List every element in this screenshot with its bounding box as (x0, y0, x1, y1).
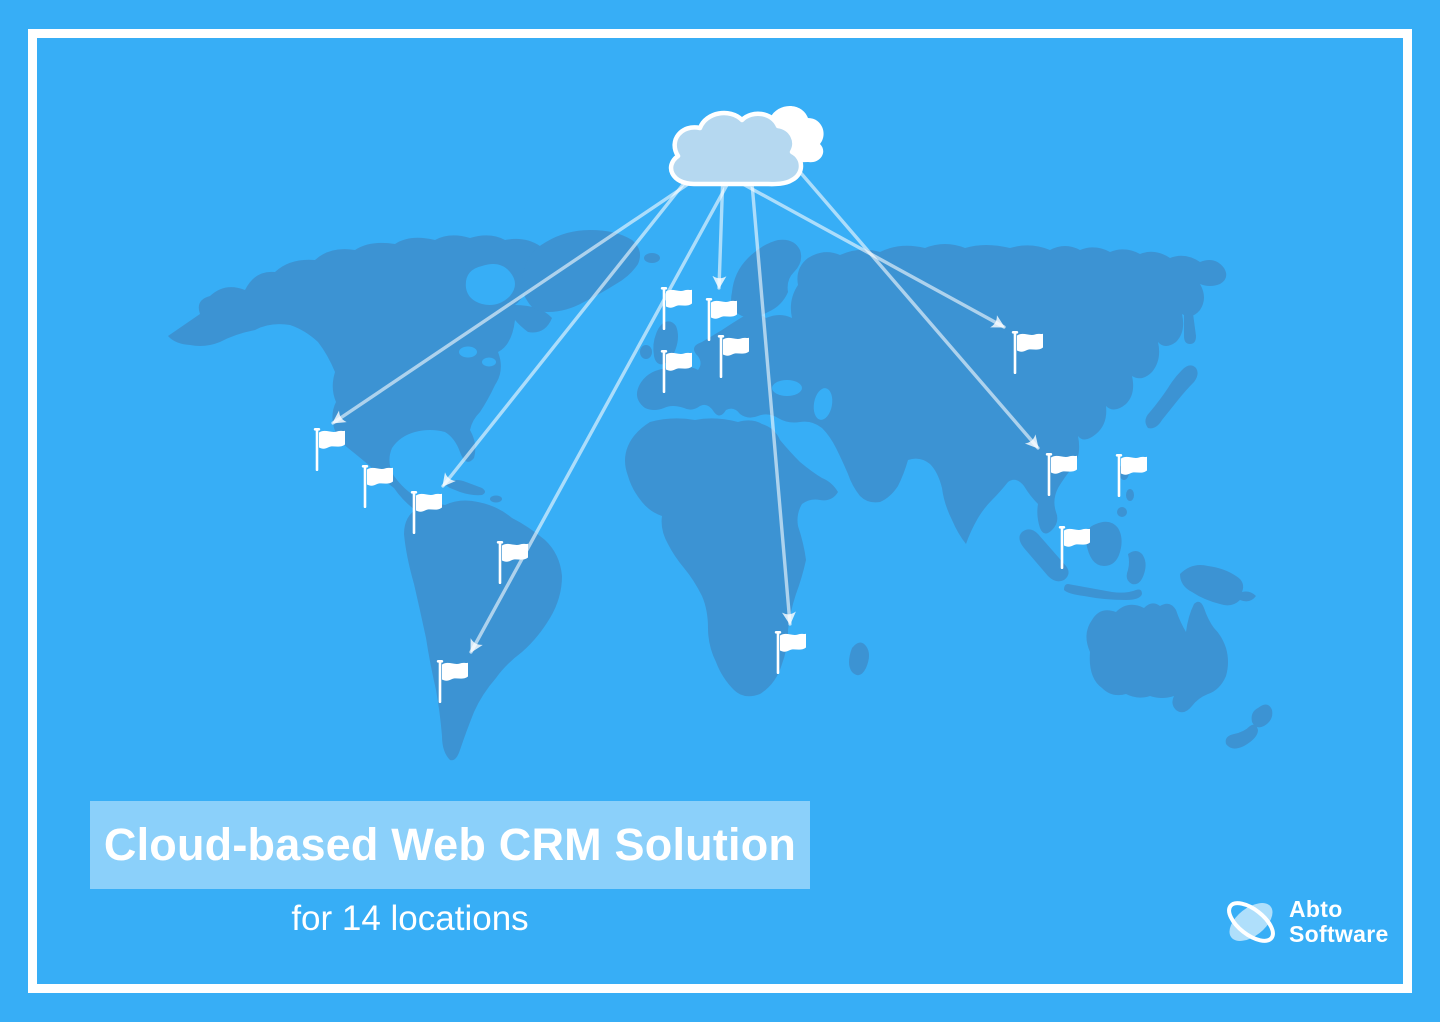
subtitle: for 14 locations (291, 899, 529, 938)
greenland (521, 230, 640, 312)
island-hispaniola (490, 495, 502, 503)
logo-line2: Software (1289, 921, 1389, 947)
connection-arrow-south-africa (749, 170, 796, 626)
world-map (168, 230, 1273, 761)
hudson-bay (465, 264, 515, 305)
connection-arrows (331, 170, 1040, 654)
continent-africa (625, 418, 838, 697)
flag-icon-indonesia (1058, 526, 1090, 569)
orbit-logo-icon (1227, 901, 1275, 943)
connection-arrow-argentina (469, 170, 736, 654)
scandinavia (731, 239, 802, 318)
island-borneo (1085, 521, 1122, 566)
island-sulawesi (1126, 551, 1146, 585)
connection-arrow-colombia (441, 170, 695, 488)
island-java (1064, 584, 1142, 600)
cloud-front-icon (668, 110, 804, 187)
island-sumatra (1019, 529, 1069, 582)
company-logo: Abto Software (1222, 894, 1389, 950)
page-title: Cloud-based Web CRM Solution (103, 819, 797, 870)
island-japan (1145, 365, 1198, 429)
island-madagascar (849, 642, 869, 676)
connection-arrow-russia (719, 170, 1006, 329)
island-philippines-2 (1126, 489, 1134, 501)
cloud-graphic (668, 106, 824, 187)
black-sea (772, 380, 802, 396)
island-sakhalin (1184, 300, 1196, 344)
island-ireland (640, 345, 652, 359)
connection-arrow-indochina (798, 170, 1040, 450)
logo-text: Abto Software (1289, 895, 1389, 948)
great-lake (482, 357, 496, 367)
continent-australia (1086, 601, 1228, 713)
logo-line1: Abto (1289, 895, 1343, 922)
island-new-guinea (1180, 565, 1256, 606)
caspian-sea (813, 388, 833, 420)
flag-icon-central-america (361, 465, 393, 508)
connection-arrow-northern-europe (712, 170, 727, 290)
island-new-zealand-north (1251, 704, 1273, 728)
connection-arrow-mexico (331, 170, 708, 425)
flag-icon-mexico (313, 428, 345, 471)
continent-north-america (168, 235, 565, 550)
island-cuba (446, 480, 485, 496)
island-philippines-3 (1117, 507, 1127, 517)
island-new-zealand-south (1225, 724, 1258, 749)
great-lake (459, 346, 477, 358)
island-iceland (644, 253, 660, 263)
continent-eurasia (636, 244, 1227, 544)
title-banner: Cloud-based Web CRM Solution (90, 801, 810, 889)
